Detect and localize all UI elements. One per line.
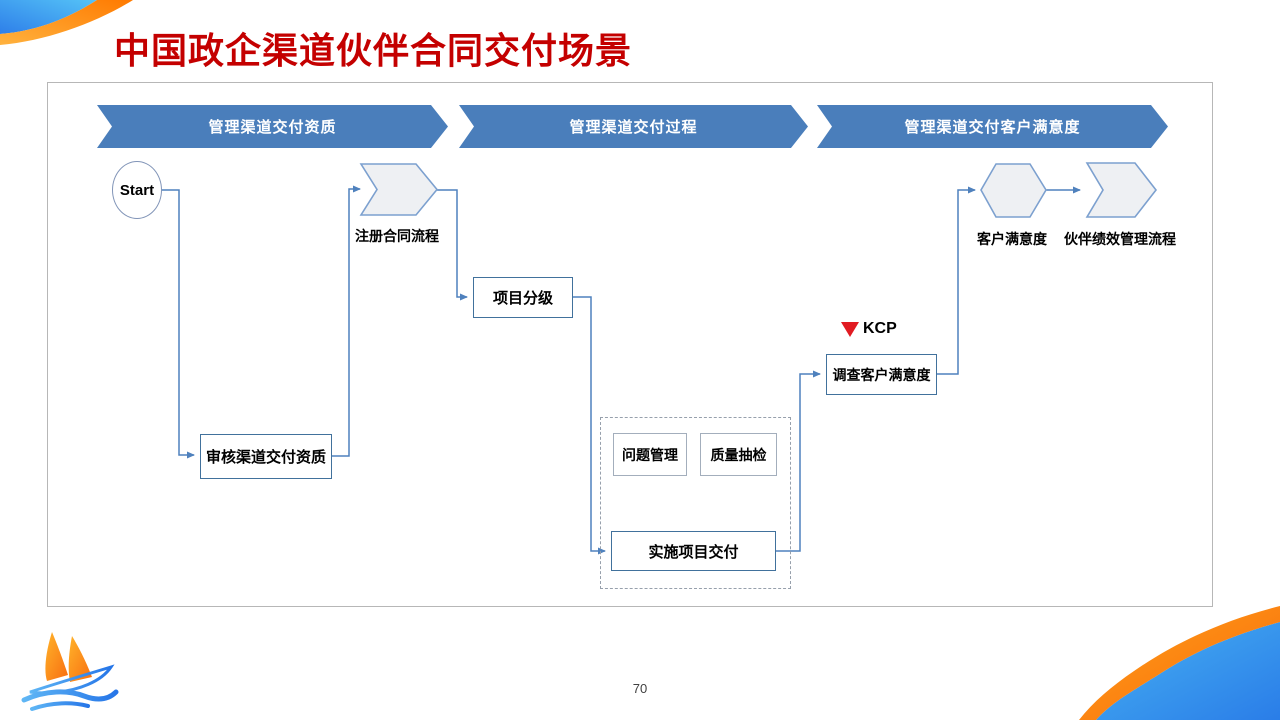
banner-label-process: 管理渠道交付过程 [569,119,698,136]
wave-2 [30,701,90,711]
project-grading-box: 项目分级 [473,277,573,318]
delivery-subprocess-group [600,417,791,589]
blue-swoosh [0,0,97,34]
quality-sampling-box: 质量抽检 [700,433,777,476]
page-number: 70 [632,681,648,696]
page-title: 中国政企渠道伙伴合同交付场景 [114,30,633,71]
orange-swoosh [1079,606,1280,720]
audit-qualification-box: 审核渠道交付资质 [200,434,332,479]
survey-satisfaction-box: 调查客户满意度 [826,354,937,395]
kcp-marker: KCP [841,320,897,338]
banner-label-qualification: 管理渠道交付资质 [208,119,337,136]
customer-satisfaction-label: 客户满意度 [977,231,1047,247]
sailboat-logo [21,632,119,711]
wave-1 [21,689,119,703]
project-delivery-box: 实施项目交付 [611,531,776,571]
sail-left [45,632,68,681]
banner-label-satisfaction: 管理渠道交付客户满意度 [904,119,1081,136]
corner-swoosh-bottom-right [1079,606,1280,720]
sail-right [68,636,92,682]
blue-swoosh [1096,622,1280,720]
corner-swoosh-top-left [0,0,133,45]
register-contract-label: 注册合同流程 [355,228,439,244]
orange-swoosh [0,0,133,45]
start-node: Start [112,161,162,219]
kcp-triangle-icon [841,321,859,337]
issue-management-box: 问题管理 [613,433,687,476]
kcp-label: KCP [863,320,897,337]
partner-performance-label: 伙伴绩效管理流程 [1064,231,1176,247]
